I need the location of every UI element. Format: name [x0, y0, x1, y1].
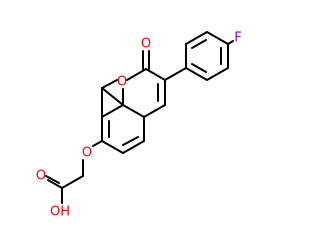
bond: [101, 79, 118, 89]
ether-oxygen-label: O: [82, 146, 92, 161]
bond: [122, 104, 145, 118]
bond: [126, 68, 147, 81]
acid-carbonyl-oxygen-label: O: [36, 169, 46, 184]
molecule-structure-diagram: O O O O OH F: [36, 31, 242, 220]
bond: [101, 104, 124, 118]
bond: [101, 140, 124, 154]
ring-oxygen-label: O: [117, 75, 127, 90]
bond: [191, 63, 207, 73]
bond: [185, 67, 208, 81]
bond: [122, 140, 145, 154]
bond: [101, 87, 124, 106]
bond: [206, 31, 229, 45]
molecule-canvas: O O O O OH F: [36, 31, 242, 220]
fluorophenyl-group: [164, 31, 234, 81]
fluorine-label: F: [234, 31, 241, 46]
hydroxyl-label: OH: [50, 205, 70, 220]
bond: [47, 179, 63, 189]
bond: [92, 140, 103, 147]
bond: [122, 136, 139, 146]
bond: [227, 40, 234, 45]
bond: [191, 39, 207, 49]
bond: [143, 104, 166, 118]
oxyacetic-acid-group: [45, 140, 103, 204]
bond: [145, 68, 166, 81]
carbonyl-oxygen-label: O: [141, 37, 151, 52]
bond: [164, 67, 187, 81]
bond: [206, 67, 229, 81]
bond: [45, 175, 60, 184]
bond: [185, 31, 208, 45]
coumarin-core: [101, 50, 166, 154]
bond: [61, 175, 84, 189]
